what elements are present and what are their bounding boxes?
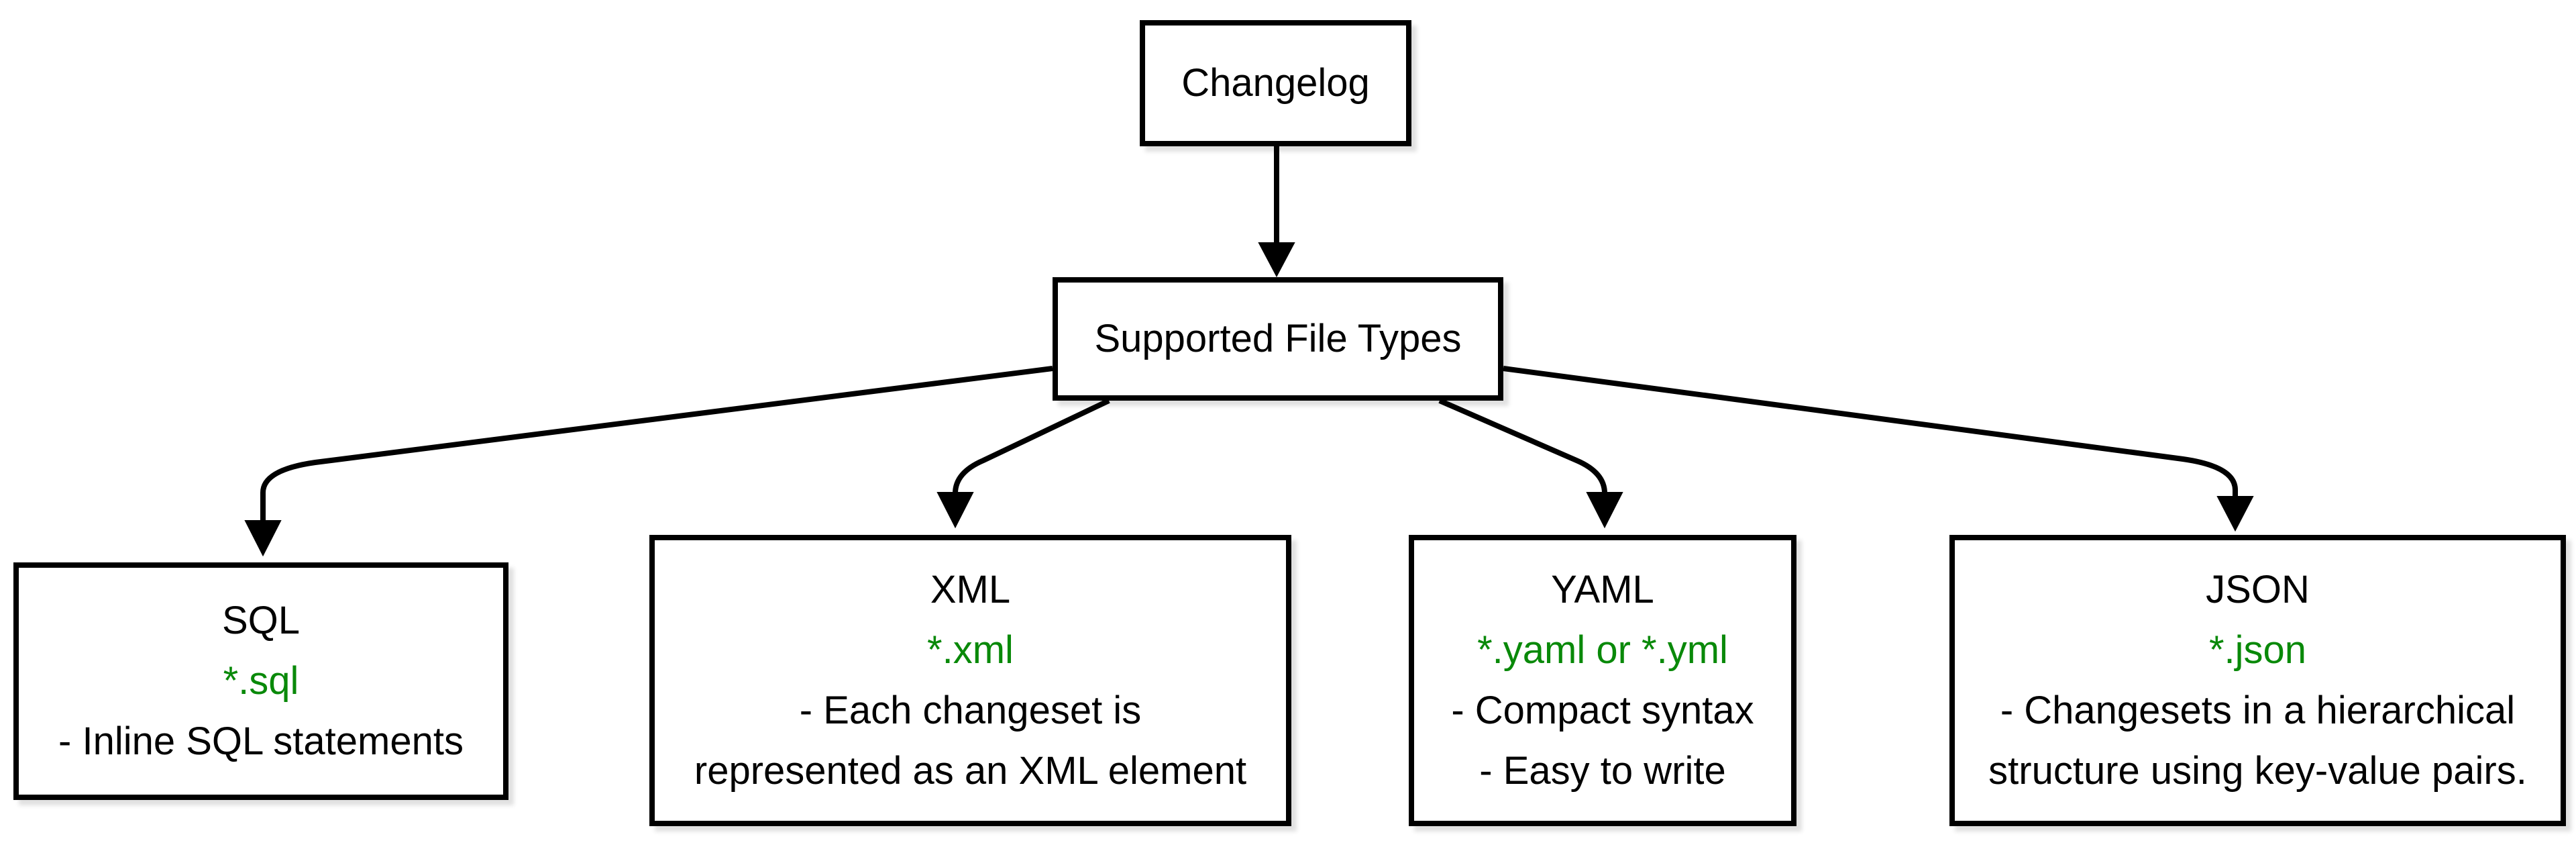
node-title: JSON xyxy=(2206,568,2310,611)
note-line: - Easy to write xyxy=(1479,749,1726,793)
connector-changelog-to-supported-file-types xyxy=(1258,146,1295,278)
node-supported-file-types: Supported File Types xyxy=(1053,277,1503,401)
node-sql: SQL *.sql - Inline SQL statements xyxy=(13,562,508,800)
file-pattern: *.sql xyxy=(223,659,299,703)
note-line: - Each changeset is xyxy=(799,689,1142,732)
connector-supported-file-types-to-sql xyxy=(244,366,1053,557)
connector-arrowhead-icon xyxy=(2216,496,2254,532)
file-pattern: *.xml xyxy=(927,628,1014,672)
connector-arrowhead-icon xyxy=(1586,492,1623,529)
connector-arrowhead-icon xyxy=(936,492,974,529)
note-line: represented as an XML element xyxy=(694,749,1247,793)
note-line: - Inline SQL statements xyxy=(58,719,464,763)
connector-supported-file-types-to-xml xyxy=(936,398,1110,529)
connector-supported-file-types-to-json xyxy=(1503,366,2254,532)
connector-line xyxy=(1503,366,2238,497)
connector-arrowhead-icon xyxy=(1258,242,1295,278)
connector-supported-file-types-to-yaml xyxy=(1438,398,1623,529)
connector-line xyxy=(953,398,1110,494)
note-line: structure using key-value pairs. xyxy=(1988,749,2527,793)
node-title: SQL xyxy=(221,599,301,642)
node-xml: XML *.xml - Each changeset is represente… xyxy=(649,535,1291,826)
node-title: XML xyxy=(930,568,1011,611)
node-title: Changelog xyxy=(1181,61,1370,105)
connector-line xyxy=(1438,398,1607,494)
node-json: JSON *.json - Changesets in a hierarchic… xyxy=(1949,535,2566,826)
node-changelog: Changelog xyxy=(1140,20,1411,146)
file-pattern: *.yaml or *.yml xyxy=(1477,628,1728,672)
node-title: YAML xyxy=(1551,568,1654,611)
connector-line xyxy=(260,366,1053,521)
node-title: Supported File Types xyxy=(1094,317,1462,360)
file-pattern: *.json xyxy=(2208,628,2307,672)
node-yaml: YAML *.yaml or *.yml - Compact syntax - … xyxy=(1409,535,1796,826)
note-line: - Changesets in a hierarchical xyxy=(2000,689,2516,732)
connector-arrowhead-icon xyxy=(244,520,282,557)
note-line: - Compact syntax xyxy=(1451,689,1754,732)
